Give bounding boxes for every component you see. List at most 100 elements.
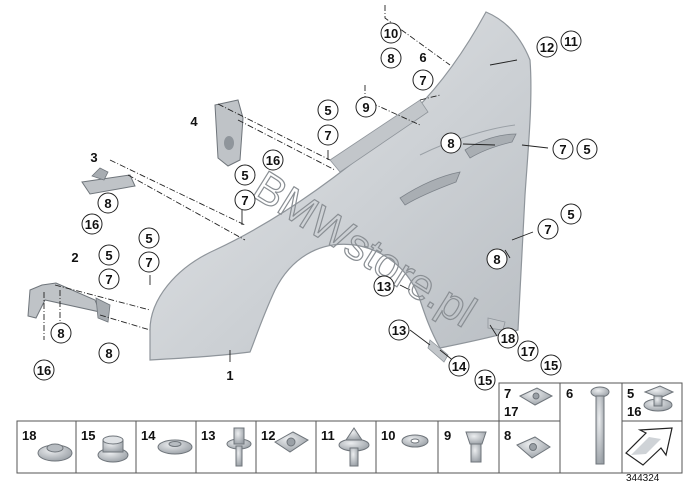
- svg-text:13: 13: [392, 323, 406, 338]
- svg-text:7: 7: [419, 73, 426, 88]
- legend-labels: 18 15 14 13 12 11 10 9 7 17 8 6 5 16: [22, 386, 641, 443]
- fender-lower-tab: [427, 339, 449, 363]
- legend-label-11: 11: [321, 428, 335, 443]
- part-10-icon: [401, 434, 429, 448]
- callout-4: 4: [190, 114, 198, 129]
- callout-8: 8: [440, 132, 462, 154]
- callout-8: 8: [98, 342, 120, 364]
- callout-3: 3: [90, 150, 97, 165]
- legend-part-icons: [37, 385, 675, 467]
- part-15-icon: [97, 435, 129, 463]
- svg-text:8: 8: [493, 252, 500, 267]
- legend-label-9: 9: [444, 428, 451, 443]
- legend-label-8: 8: [504, 428, 511, 443]
- part-18-icon: [37, 443, 73, 462]
- leader-lines: [43, 5, 451, 340]
- fender-mount-flange: [329, 99, 429, 173]
- callout-5: 5: [234, 164, 256, 186]
- callout-16: 16: [262, 149, 284, 171]
- part-11-icon: [338, 427, 370, 467]
- callout-9: 9: [355, 96, 377, 118]
- callout-5: 5: [98, 244, 120, 266]
- diagram-number: 344324: [626, 473, 660, 484]
- fender-crease: [419, 124, 516, 156]
- svg-text:18: 18: [501, 331, 515, 346]
- callout-5: 5: [317, 99, 339, 121]
- callout-7: 7: [412, 69, 434, 91]
- svg-text:10: 10: [384, 26, 398, 41]
- callout-7: 7: [138, 251, 160, 273]
- callout-15: 15: [540, 354, 562, 376]
- svg-text:7: 7: [145, 255, 152, 270]
- callout-17: 17: [517, 340, 539, 362]
- callout-18: 18: [497, 327, 519, 349]
- callout-7: 7: [552, 138, 574, 160]
- part-7-icon: [518, 387, 554, 406]
- svg-text:7: 7: [241, 193, 248, 208]
- front-fender: [149, 11, 532, 363]
- direction-arrow-icon: [625, 427, 673, 466]
- legend-label-10: 10: [381, 428, 395, 443]
- callout-1: 1: [226, 368, 233, 383]
- legend-label-18: 18: [22, 428, 36, 443]
- legend-label-17: 17: [504, 404, 518, 419]
- fender-vent-lower: [399, 171, 461, 206]
- callout-16: 16: [33, 359, 55, 381]
- part-8-icon: [516, 436, 551, 459]
- callout-8: 8: [380, 47, 402, 69]
- svg-text:6: 6: [419, 50, 426, 65]
- svg-text:7: 7: [105, 272, 112, 287]
- svg-text:7: 7: [544, 222, 551, 237]
- svg-text:14: 14: [452, 359, 467, 374]
- svg-text:16: 16: [37, 363, 51, 378]
- callout-5: 5: [138, 227, 160, 249]
- legend-label-12: 12: [261, 428, 275, 443]
- svg-text:15: 15: [478, 373, 492, 388]
- part-13-icon: [226, 427, 252, 467]
- legend-label-5: 5: [627, 386, 634, 401]
- svg-text:2: 2: [71, 250, 78, 265]
- svg-text:5: 5: [241, 168, 248, 183]
- callout-2: 2: [71, 250, 78, 265]
- svg-text:15: 15: [544, 358, 558, 373]
- svg-text:16: 16: [85, 217, 99, 232]
- svg-text:13: 13: [377, 279, 391, 294]
- callout-8: 8: [50, 322, 72, 344]
- callout-15: 15: [474, 369, 496, 391]
- legend-label-7: 7: [504, 386, 511, 401]
- callout-7: 7: [98, 268, 120, 290]
- svg-text:4: 4: [190, 114, 198, 129]
- legend-label-15: 15: [81, 428, 95, 443]
- part-12-icon: [274, 431, 309, 453]
- svg-text:5: 5: [105, 248, 112, 263]
- svg-text:11: 11: [564, 34, 578, 49]
- part-9-icon: [465, 431, 487, 463]
- svg-text:8: 8: [105, 346, 112, 361]
- callout-16: 16: [81, 213, 103, 235]
- bracket-3: [81, 167, 136, 195]
- svg-text:5: 5: [567, 207, 574, 222]
- callout-13: 13: [373, 275, 395, 297]
- svg-text:7: 7: [559, 142, 566, 157]
- callout-7: 7: [234, 189, 256, 211]
- part-14-icon: [157, 439, 193, 455]
- legend-label-14: 14: [141, 428, 156, 443]
- svg-text:8: 8: [447, 136, 454, 151]
- svg-text:5: 5: [145, 231, 152, 246]
- svg-text:5: 5: [583, 142, 590, 157]
- svg-text:8: 8: [387, 51, 394, 66]
- bracket-2: [27, 282, 111, 323]
- bracket-4: [214, 99, 244, 167]
- callout-5: 5: [576, 138, 598, 160]
- callouts: 10 8 6 7 12 11 9 5 7 8 7 5 4 16 5 7 3 8 …: [33, 22, 598, 391]
- legend-label-6: 6: [566, 386, 573, 401]
- part-5-icon: [643, 385, 675, 412]
- callout-13: 13: [388, 319, 410, 341]
- legend-label-16: 16: [627, 404, 641, 419]
- svg-text:5: 5: [324, 103, 331, 118]
- callout-7: 7: [317, 124, 339, 146]
- fender-vent-upper: [464, 133, 517, 159]
- callout-10: 10: [380, 22, 402, 44]
